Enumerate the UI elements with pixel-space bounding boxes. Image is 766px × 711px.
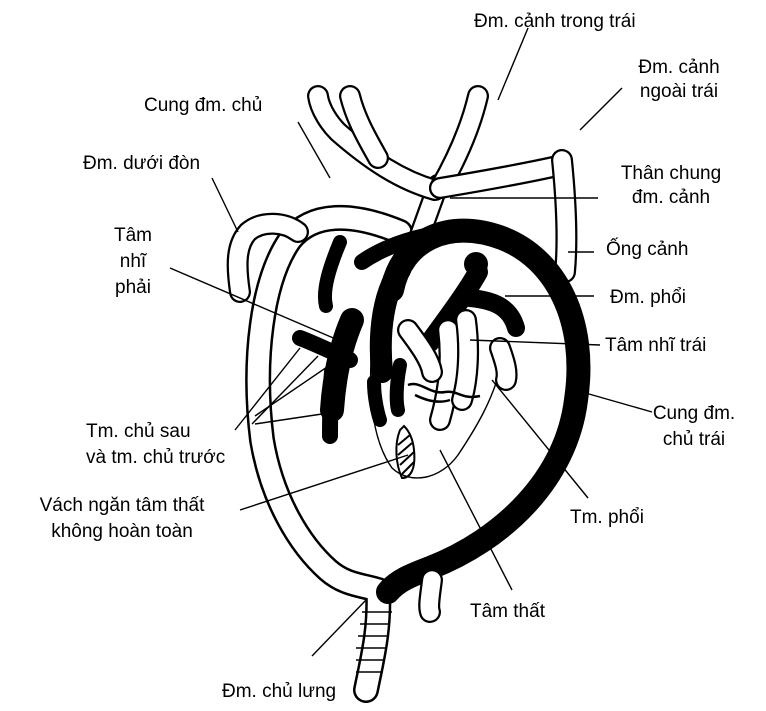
label-common-carotid-2: đm. cảnh — [606, 186, 736, 209]
label-pulmonary-vein: Tm. phổi — [570, 506, 644, 529]
label-right-atrium-1: Tâm — [98, 224, 168, 247]
label-dorsal-aorta: Đm. chủ lưng — [222, 680, 336, 703]
label-common-carotid-1: Thân chung — [606, 162, 736, 185]
label-left-external-carotid-2: ngoài trái — [624, 80, 734, 103]
label-aortic-arch: Cung đm. chủ — [144, 94, 262, 117]
pulmonary-artery-bulb — [464, 252, 488, 276]
label-septum-2: không hoàn toàn — [2, 520, 242, 543]
label-left-internal-carotid: Đm. cảnh trong trái — [474, 10, 636, 33]
label-left-aortic-arch-1: Cung đm. — [624, 402, 764, 425]
label-vena-cava-2: và tm. chủ trước — [86, 446, 225, 469]
label-vena-cava-1: Tm. chủ sau — [86, 420, 191, 443]
label-left-external-carotid-1: Đm. cảnh — [624, 56, 734, 79]
ventricular-septum — [396, 426, 414, 478]
label-pulmonary-artery: Đm. phổi — [610, 286, 686, 309]
label-subclavian: Đm. dưới đòn — [83, 152, 200, 175]
left-aortic-arch-vessel — [388, 231, 578, 592]
label-right-atrium-3: phải — [98, 276, 168, 299]
anterior-vena-cava — [330, 372, 332, 436]
left-aortic-root — [381, 270, 400, 372]
label-left-aortic-arch-2: chủ trái — [624, 428, 764, 451]
label-ventricle: Tâm thất — [470, 600, 545, 623]
label-right-atrium-2: nhĩ — [98, 250, 168, 273]
label-septum-1: Vách ngăn tâm thất — [2, 494, 242, 517]
label-left-atrium: Tâm nhĩ trái — [605, 334, 706, 357]
label-carotid-duct: Ống cảnh — [606, 238, 688, 261]
